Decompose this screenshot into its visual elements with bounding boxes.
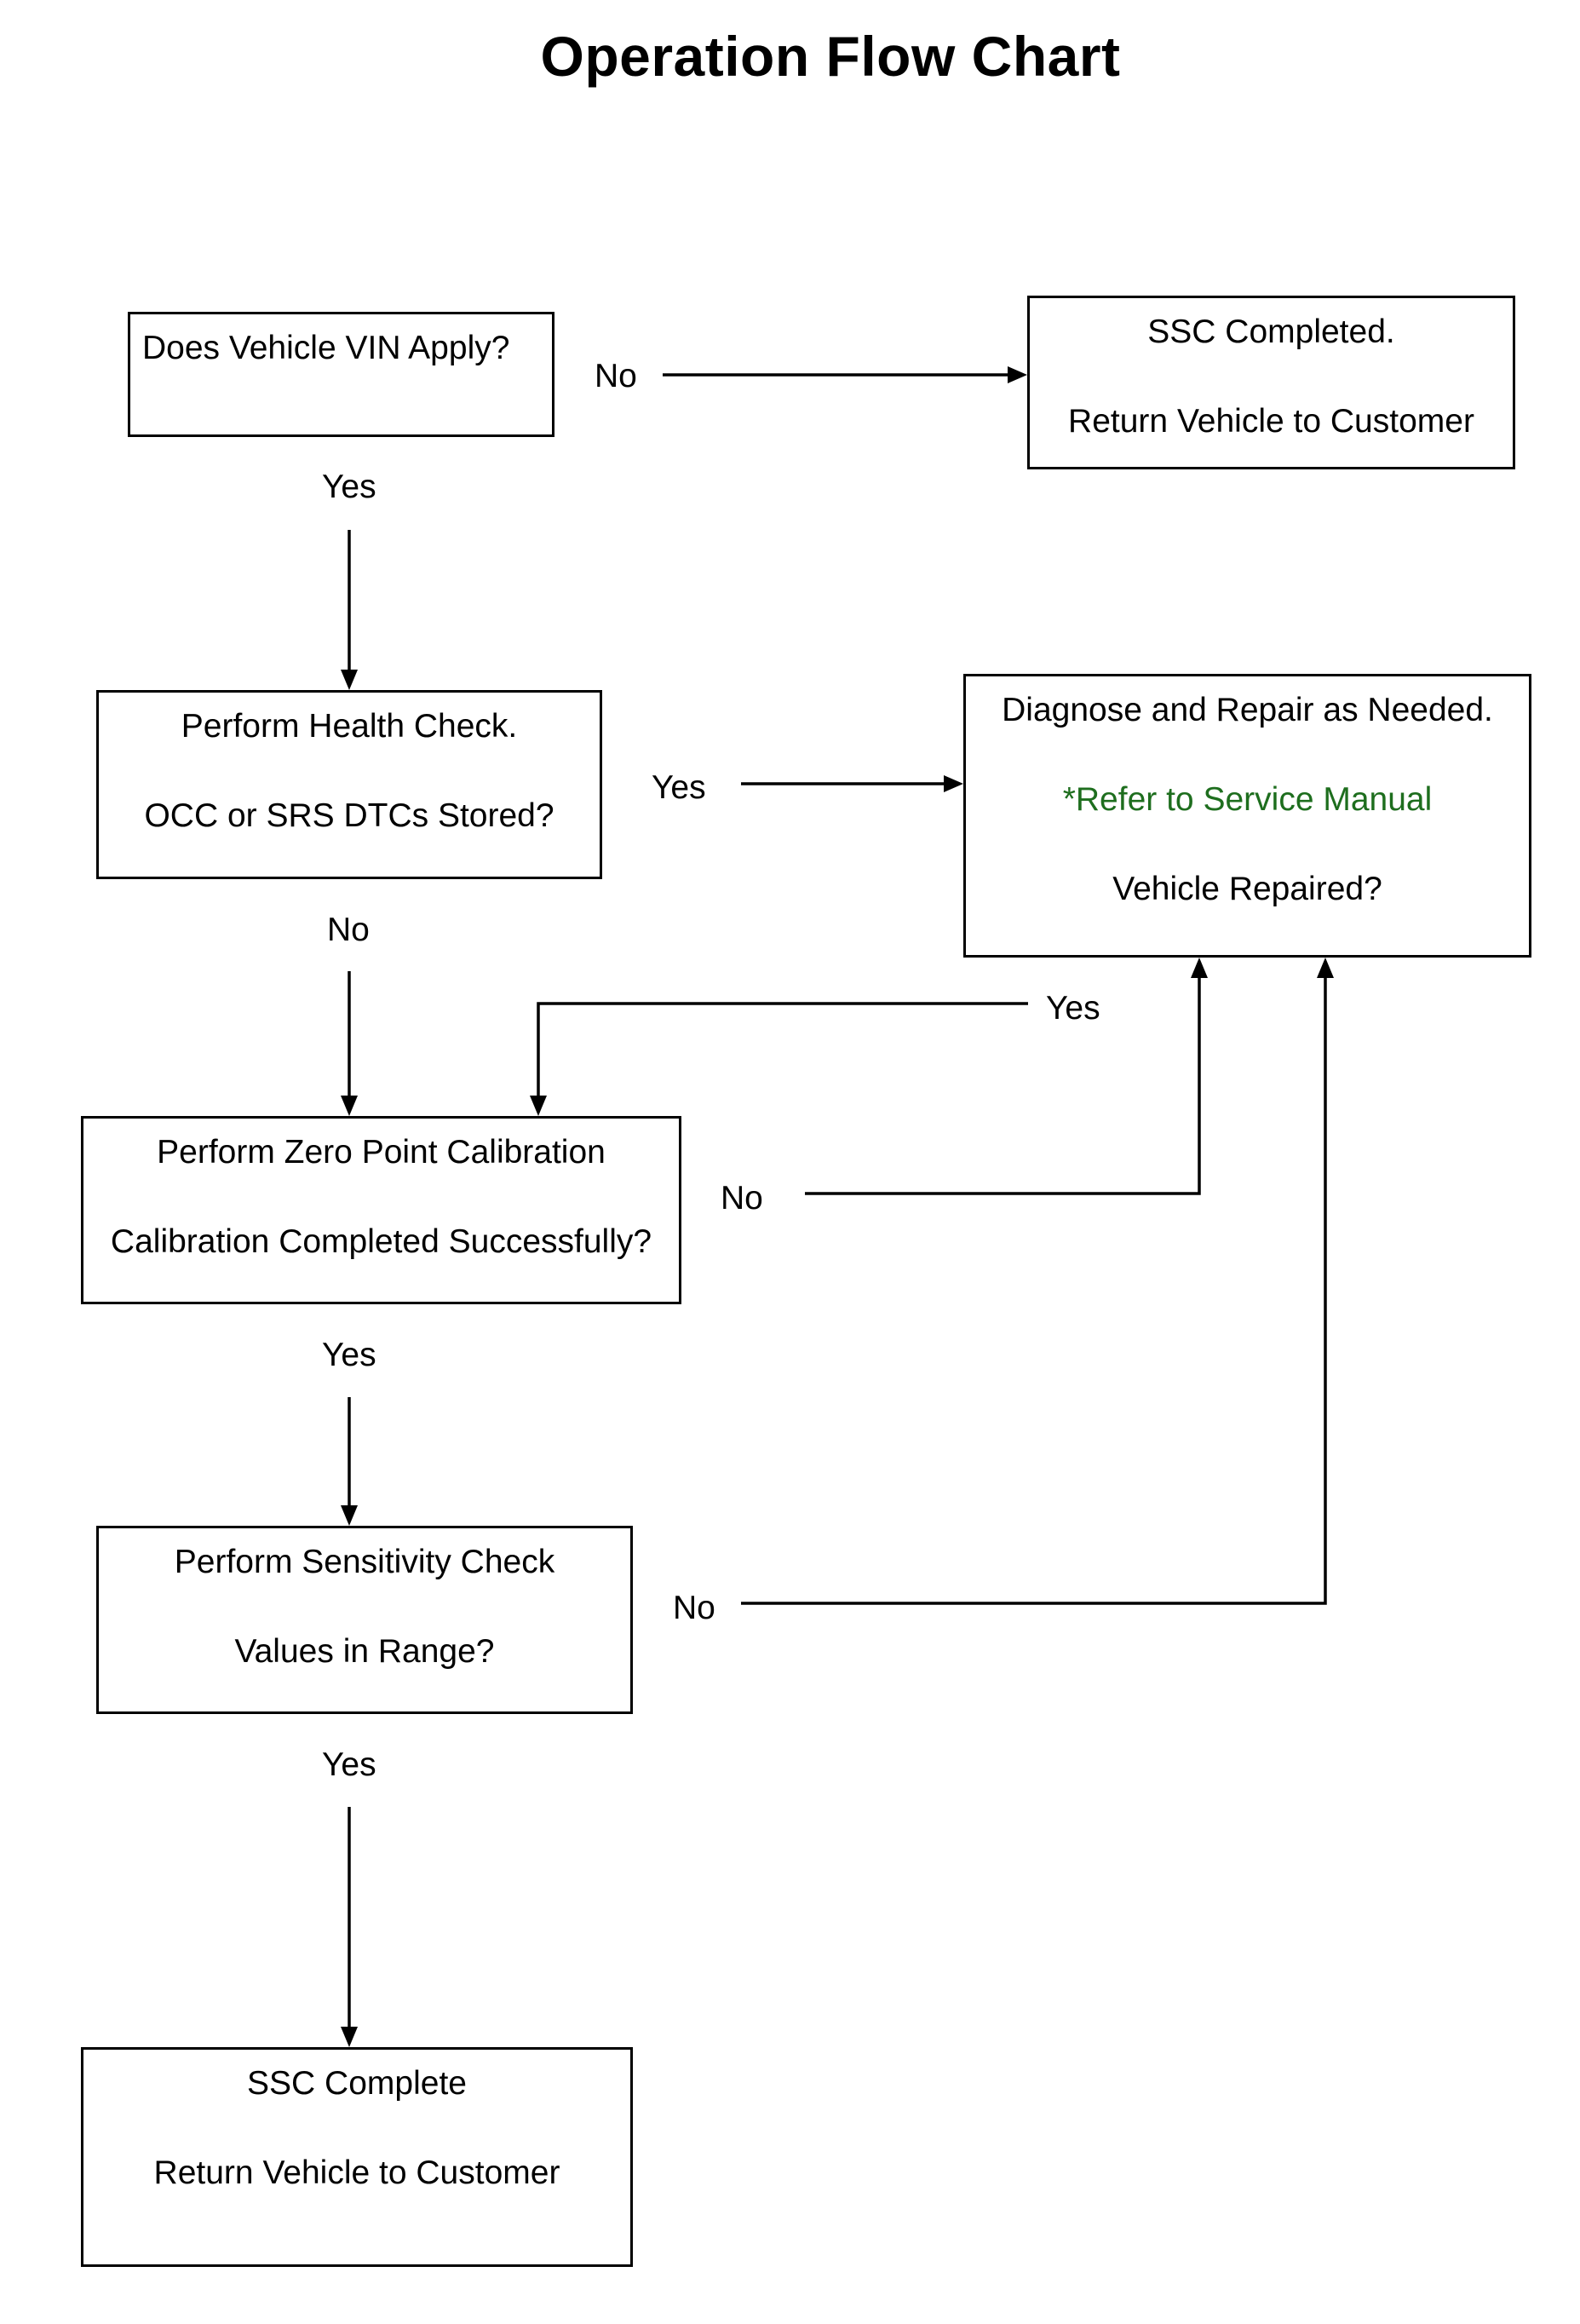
ssc-complete-bottom-node: SSC Complete Return Vehicle to Customer — [81, 2047, 633, 2267]
edge-label-calibration-yes: Yes — [322, 1337, 376, 1373]
arrowhead-vin-yes — [341, 670, 358, 690]
ssc-complete-bottom-line1: SSC Complete — [247, 2065, 467, 2102]
vin-check-question: Does Vehicle VIN Apply? — [142, 330, 510, 366]
edge-label-health-yes: Yes — [652, 769, 706, 806]
edge-calibration-no — [805, 975, 1201, 1195]
ssc-completed-top-line1: SSC Completed. — [1147, 314, 1395, 350]
sensitivity-line1: Perform Sensitivity Check — [174, 1544, 555, 1580]
service-manual-note: *Refer to Service Manual — [1062, 781, 1433, 818]
zero-point-line2: Calibration Completed Successfully? — [110, 1223, 652, 1260]
vin-check-node: Does Vehicle VIN Apply? — [128, 312, 554, 437]
edge-repaired-yes — [537, 1002, 1028, 1099]
edge-label-vin-yes: Yes — [322, 469, 376, 505]
sensitivity-line2: Values in Range? — [234, 1633, 495, 1670]
health-check-line2: OCC or SRS DTCs Stored? — [144, 797, 554, 834]
arrowhead-vin-no — [1008, 366, 1027, 383]
edge-label-sensitivity-yes: Yes — [322, 1746, 376, 1783]
ssc-completed-top-line2: Return Vehicle to Customer — [1068, 403, 1474, 440]
diagnose-repair-line3: Vehicle Repaired? — [1112, 871, 1382, 907]
health-check-node: Perform Health Check. OCC or SRS DTCs St… — [96, 690, 602, 879]
arrowhead-sensitivity-yes — [341, 2027, 358, 2047]
arrowhead-health-yes — [944, 775, 963, 792]
edge-label-repaired-yes: Yes — [1046, 990, 1100, 1027]
zero-point-calibration-node: Perform Zero Point Calibration Calibrati… — [81, 1116, 681, 1304]
edge-sensitivity-no — [741, 975, 1327, 1605]
arrowhead-sensitivity-no — [1317, 958, 1334, 978]
ssc-completed-top-node: SSC Completed. Return Vehicle to Custome… — [1027, 296, 1515, 469]
zero-point-line1: Perform Zero Point Calibration — [157, 1134, 606, 1171]
diagnose-repair-node: Diagnose and Repair as Needed. *Refer to… — [963, 674, 1531, 958]
diagnose-repair-line1: Diagnose and Repair as Needed. — [1002, 692, 1493, 728]
arrowhead-calibration-yes — [341, 1505, 358, 1526]
edge-label-calibration-no: No — [721, 1180, 763, 1217]
page-title: Operation Flow Chart — [540, 25, 1121, 88]
edge-label-vin-no: No — [595, 358, 637, 394]
arrowhead-health-no — [341, 1096, 358, 1116]
edge-label-sensitivity-no: No — [673, 1590, 715, 1626]
arrowhead-calibration-no — [1191, 958, 1208, 978]
health-check-line1: Perform Health Check. — [181, 708, 518, 745]
edge-label-health-no: No — [327, 912, 370, 948]
ssc-complete-bottom-line2: Return Vehicle to Customer — [153, 2154, 560, 2191]
arrowhead-repaired-yes — [530, 1096, 547, 1116]
sensitivity-check-node: Perform Sensitivity Check Values in Rang… — [96, 1526, 633, 1714]
